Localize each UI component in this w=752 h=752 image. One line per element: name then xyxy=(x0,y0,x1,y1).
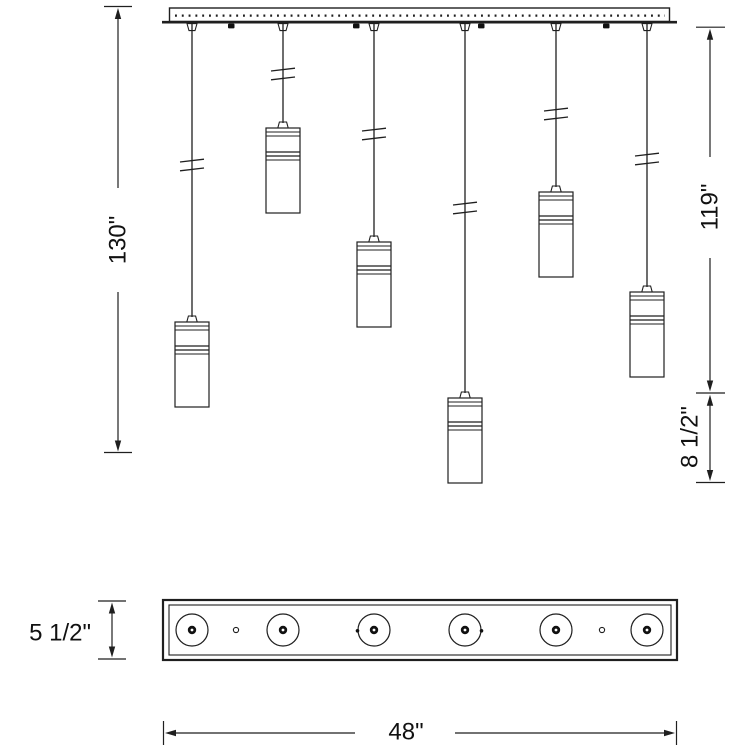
dimension-48: 48" xyxy=(162,719,678,746)
pendant-shade xyxy=(356,241,392,328)
dimension-130: 130" xyxy=(104,5,132,454)
pendant-shade xyxy=(538,191,574,278)
cord-break-symbol xyxy=(543,107,569,121)
arrow-up-icon xyxy=(114,8,122,19)
screw xyxy=(228,23,235,29)
dimension-5-1-2: 5 1/2" xyxy=(29,600,126,660)
lamp-positions xyxy=(175,613,664,647)
pilot-dot xyxy=(355,629,360,633)
cord-break-symbol xyxy=(634,152,660,166)
mounting-screws xyxy=(228,23,610,29)
lamp-circle xyxy=(357,613,391,647)
pendant-6 xyxy=(629,24,665,378)
dimension-119: 119" xyxy=(696,26,725,394)
dimension-label-130: 130" xyxy=(105,216,132,265)
pilot-dot xyxy=(479,629,484,633)
cord-break-symbol xyxy=(361,127,387,141)
cord-break-symbol xyxy=(179,158,205,172)
screw-hole xyxy=(598,626,606,634)
pendant-5 xyxy=(538,24,574,278)
dimension-label-119: 119" xyxy=(697,184,724,231)
cord-grips xyxy=(186,23,653,32)
dimension-label-8-1-2: 8 1/2" xyxy=(677,406,704,468)
screw xyxy=(353,23,360,29)
pendant-shade xyxy=(447,397,483,484)
pendant-4 xyxy=(447,24,483,484)
canopy-outline xyxy=(161,598,679,662)
arrow-down-icon xyxy=(114,440,122,452)
canopy-plan-view xyxy=(161,598,679,662)
cord-break-symbol xyxy=(452,201,478,215)
canopy-side-view xyxy=(162,7,677,32)
arrow-down-icon xyxy=(706,380,714,392)
lamp-circle xyxy=(448,613,482,647)
canopy-inner-outline xyxy=(168,604,672,656)
pendant-3 xyxy=(356,24,392,328)
arrow-right-icon xyxy=(664,729,675,737)
cord-break-symbol xyxy=(270,67,296,81)
screw-hole xyxy=(232,626,240,634)
screw xyxy=(603,23,610,29)
pendant-shade xyxy=(629,291,665,378)
lamp-circle xyxy=(630,613,664,647)
lamp-circle xyxy=(266,613,300,647)
arrow-down-icon xyxy=(108,646,116,658)
screw xyxy=(478,23,485,29)
pendant-shade xyxy=(265,127,301,214)
dimension-8-1-2: 8 1/2" xyxy=(677,394,725,484)
arrow-down-icon xyxy=(706,470,714,481)
pendant-shade xyxy=(174,321,210,408)
lamp-circle xyxy=(539,613,573,647)
dimension-label-48: 48" xyxy=(388,719,423,746)
pendant-2 xyxy=(265,24,301,214)
dimension-label-5-1-2: 5 1/2" xyxy=(29,620,91,647)
lamp-circle xyxy=(175,613,209,647)
pendant-1 xyxy=(174,24,210,408)
